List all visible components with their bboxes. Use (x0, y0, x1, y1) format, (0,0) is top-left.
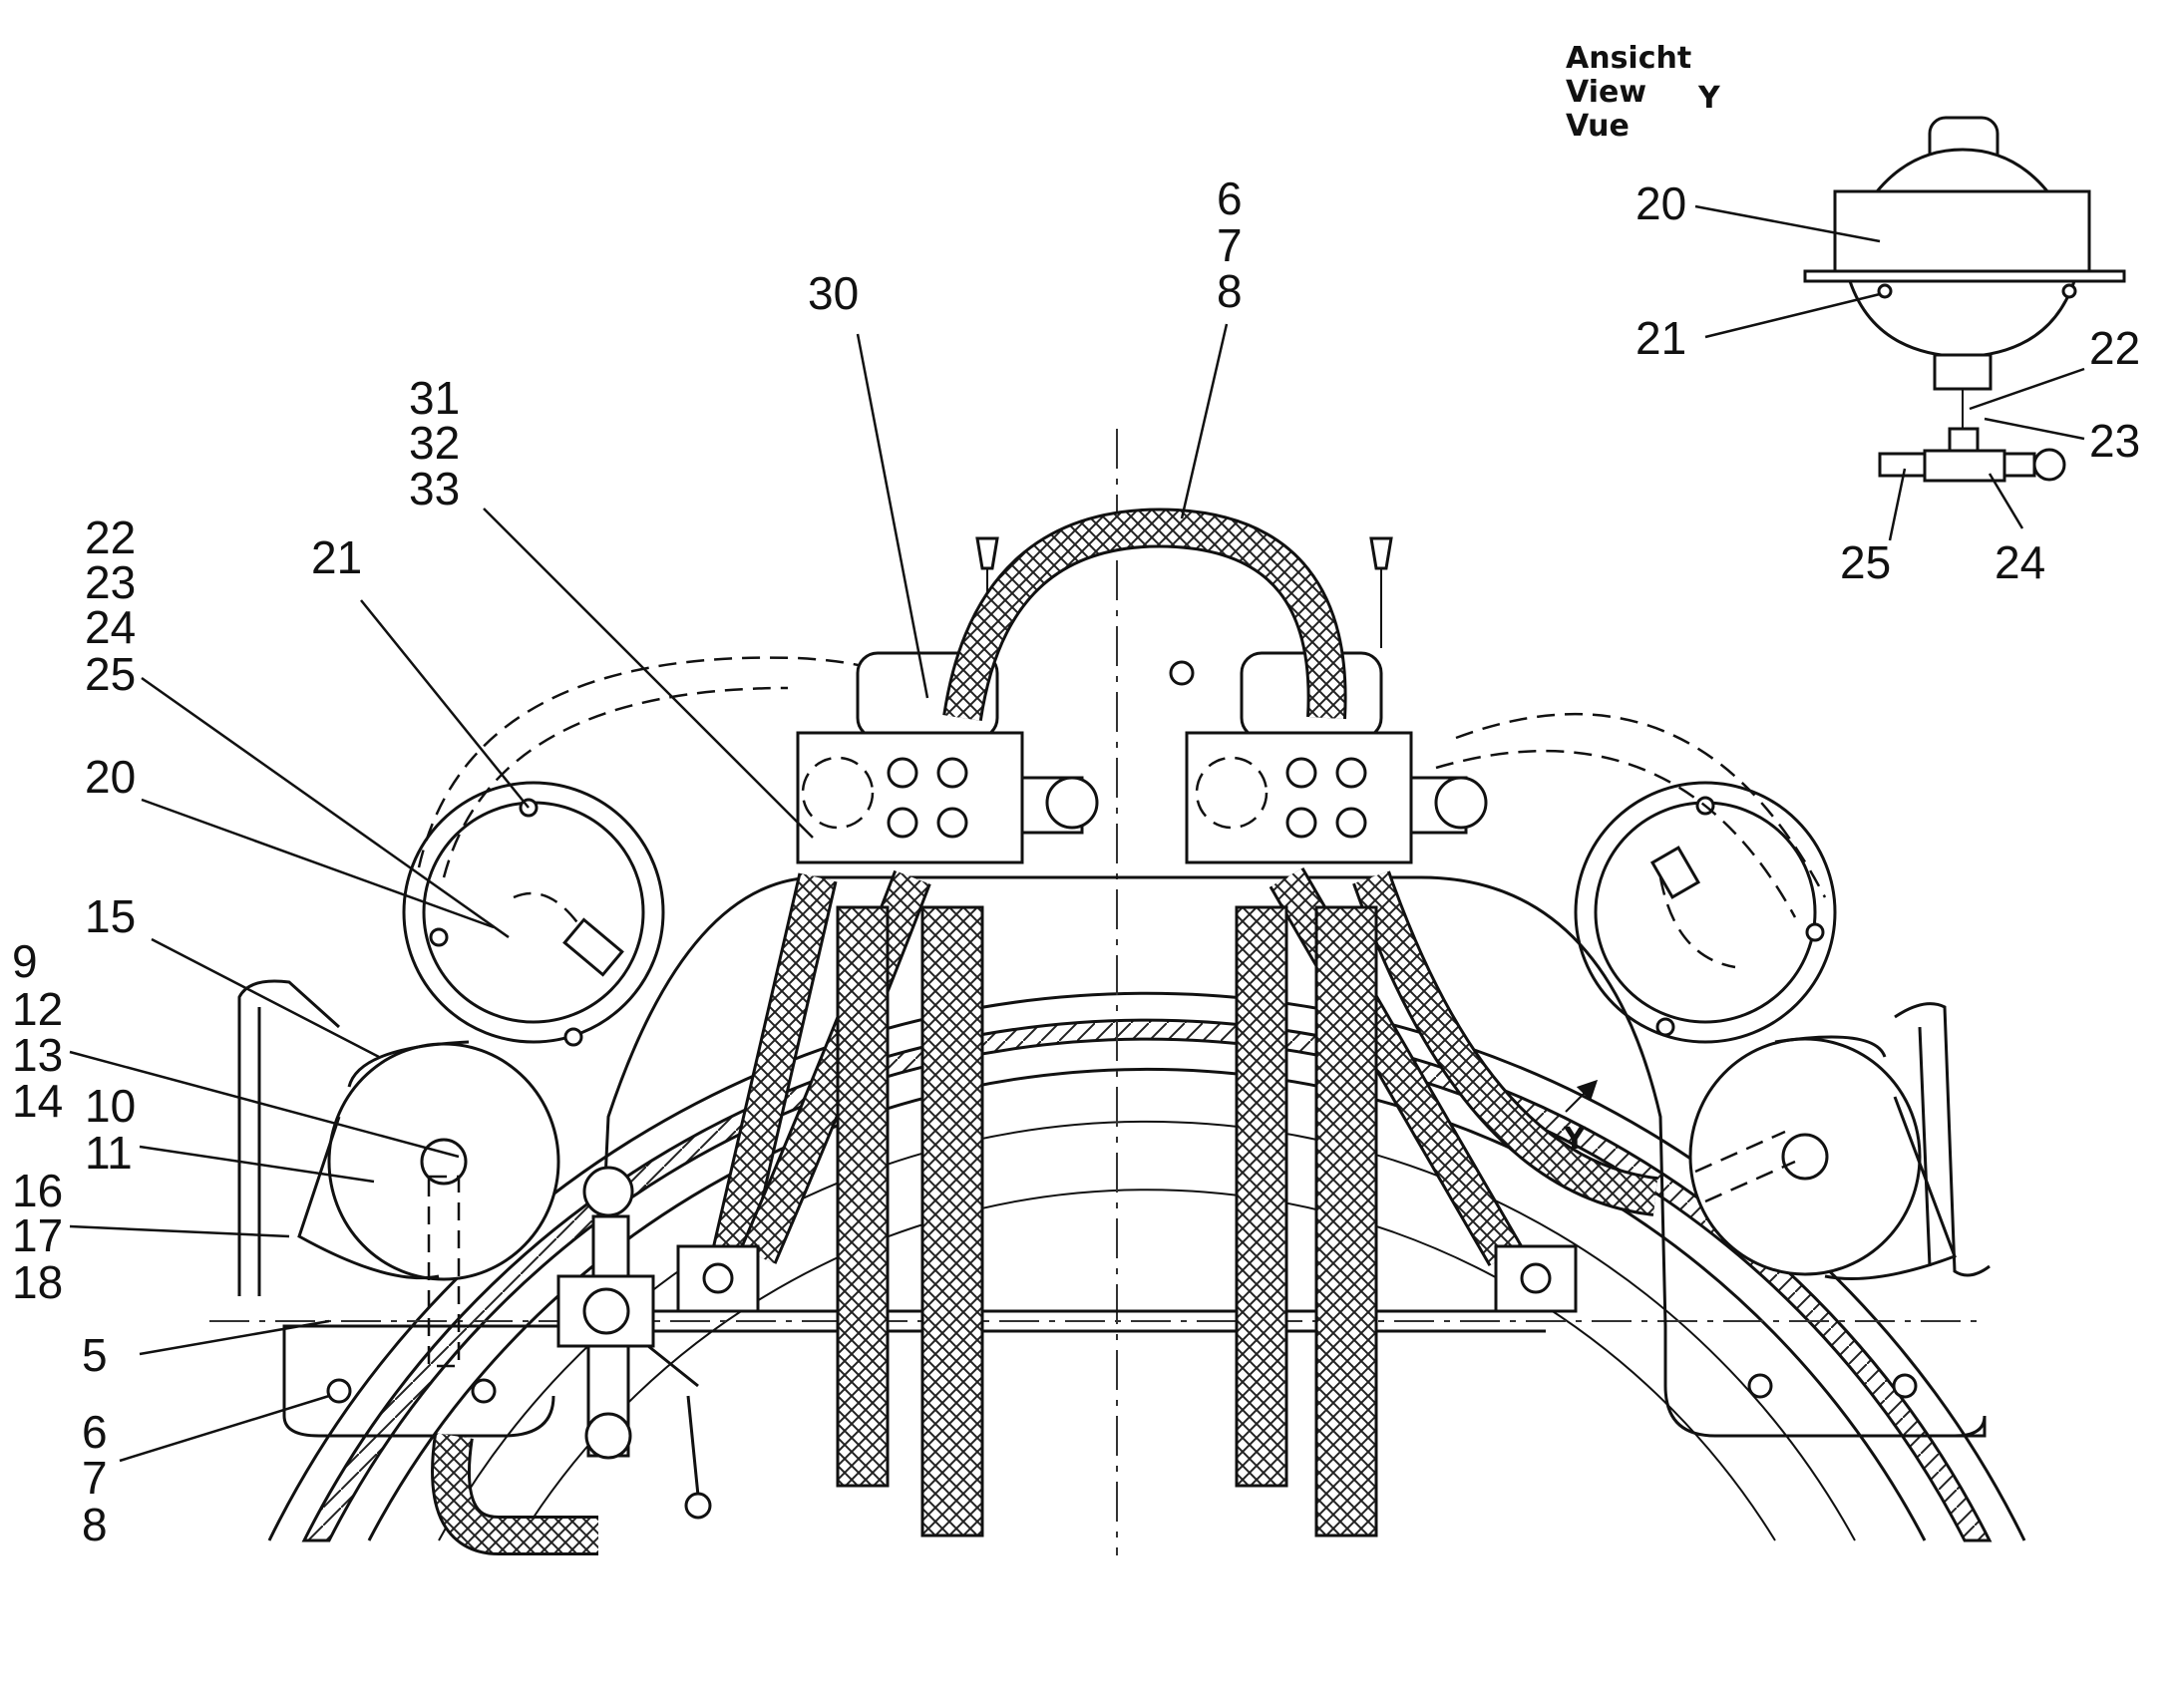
callout-33: 33 (409, 463, 460, 514)
support-rail (638, 1309, 1546, 1333)
callout-25: 25 (85, 648, 136, 700)
bolt-hole (1892, 1373, 1918, 1399)
mounting-plate-left-edge (282, 1395, 555, 1438)
callout-17: 17 (12, 1209, 63, 1261)
callout-24: 24 (85, 601, 136, 653)
callout-24-inset: 24 (1995, 536, 2045, 588)
hose-clamp (1520, 1262, 1552, 1294)
callout-14: 14 (12, 1075, 63, 1127)
accumulator-right (1574, 781, 1837, 1044)
hose-top-arc (942, 508, 1347, 722)
drum-right (1688, 1035, 1957, 1280)
accumulator-left-outline (442, 686, 789, 878)
accumulator-left (402, 781, 665, 1047)
callout-23-inset: 23 (2089, 415, 2140, 467)
callout-16: 16 (12, 1165, 63, 1216)
callout-22: 22 (85, 512, 136, 563)
callout-7: 7 (1217, 219, 1243, 271)
callout-12: 12 (12, 983, 63, 1035)
callout-6: 6 (1217, 172, 1243, 224)
view-caption-letter: Y (1697, 81, 1721, 116)
vertical-pipe (836, 905, 1378, 1537)
callout-23: 23 (85, 556, 136, 608)
bolt-hole (1747, 1373, 1773, 1399)
drum-left (297, 1040, 560, 1368)
callout-7-bottom: 7 (82, 1452, 108, 1504)
callout-31: 31 (409, 372, 460, 424)
callout-25-inset: 25 (1840, 536, 1891, 588)
callout-6-bottom: 6 (82, 1406, 108, 1458)
callout-22-inset: 22 (2089, 322, 2140, 374)
callout-21-inset: 21 (1635, 312, 1686, 364)
bolt-hole (1169, 660, 1195, 686)
view-y-arrow-letter: Y (1563, 1122, 1587, 1157)
valve-block-left (796, 536, 1099, 864)
bracket-left (237, 979, 341, 1296)
callout-13: 13 (12, 1029, 63, 1081)
gauge-valve-assembly (556, 1166, 712, 1520)
callout-32: 32 (409, 417, 460, 469)
callout-8-bottom: 8 (82, 1499, 108, 1550)
bracket-right (1894, 1002, 1991, 1277)
accumulator-right-outline (1435, 749, 1797, 918)
callout-30: 30 (808, 267, 859, 319)
leader-lines (69, 204, 2085, 1463)
callout-15: 15 (85, 890, 136, 942)
callout-9: 9 (12, 935, 38, 987)
view-caption-line-1: Ansicht (1566, 41, 1691, 76)
mounting-plate (282, 875, 1987, 1438)
bolt-hole (471, 1378, 497, 1404)
bracket-right (1918, 1026, 1932, 1267)
valve-block-right (1185, 536, 1488, 864)
callout-21: 21 (311, 531, 362, 583)
hose-bottom-left (431, 1433, 598, 1555)
callout-18: 18 (12, 1256, 63, 1308)
callout-11: 11 (85, 1127, 133, 1179)
hose-clamp (702, 1262, 734, 1294)
callout-10: 10 (85, 1080, 136, 1132)
callout-5: 5 (82, 1329, 108, 1381)
callout-8: 8 (1217, 265, 1243, 317)
callout-labels: 30 6 7 8 31 32 33 21 22 23 24 25 20 15 9… (12, 172, 2140, 1550)
accumulator-right-outline (1455, 712, 1827, 898)
hose-left-a (708, 872, 838, 1271)
view-caption-line-2: View (1566, 75, 1646, 110)
view-y-arrow (1565, 1079, 1599, 1113)
view-caption-line-3: Vue (1566, 109, 1630, 144)
hose-right-b (1352, 870, 1658, 1216)
inset-view-y: Ansicht View Vue Y (1566, 41, 2126, 483)
callout-20: 20 (85, 751, 136, 803)
callout-20-inset: 20 (1635, 177, 1686, 229)
bolt-hole (326, 1378, 352, 1404)
